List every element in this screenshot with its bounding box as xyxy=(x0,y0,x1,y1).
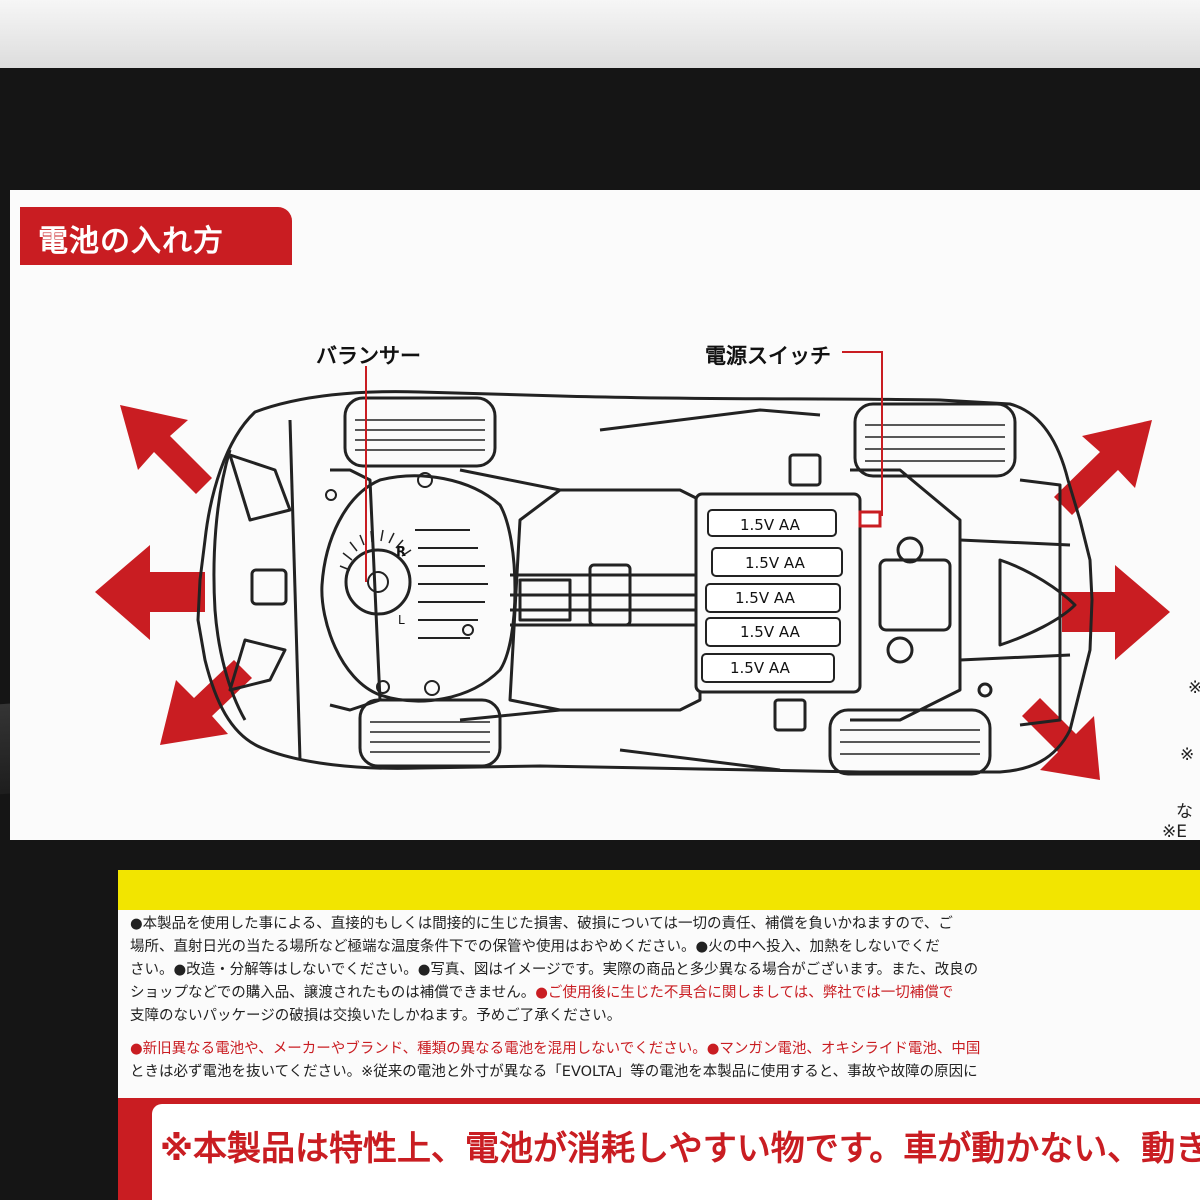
arrow-up-left-icon xyxy=(120,405,212,494)
edge-note-2: ※ xyxy=(1180,745,1195,765)
warning-banner-text: ※本製品は特性上、電池が消耗しやすい物です。車が動かない、動きが xyxy=(160,1129,1200,1169)
tire-front-bottom xyxy=(358,698,502,768)
title-badge xyxy=(20,207,292,265)
balancer-dial-icon xyxy=(344,548,412,616)
fine-print-line-1: ●本製品を使用した事による、直接的もしくは間接的に生じた損害、破損については一切… xyxy=(130,916,953,932)
fine-print-line-2: 場所、直射日光の当たる場所など極端な温度条件下での保管や使用はおやめください。●… xyxy=(130,939,940,955)
warning-banner-body xyxy=(152,1104,1200,1200)
battery-3 xyxy=(705,583,841,613)
battery-label-3: 1.5V AA xyxy=(735,589,796,607)
balancer-label: バランサー xyxy=(316,344,421,368)
tire-rear-bottom xyxy=(828,708,992,776)
edge-note-4: ※E xyxy=(1162,822,1187,842)
battery-compartment: 1.5V AA 1.5V AA 1.5V AA 1.5V AA 1.5V AA … xyxy=(396,492,862,694)
battery-label-2: 1.5V AA xyxy=(745,554,806,572)
fine-print-line-3: さい。●改造・分解等はしないでください。●写真、図はイメージです。実際の商品と多… xyxy=(130,962,979,978)
edge-note-1: ※ xyxy=(1188,678,1200,698)
fine-print-line-5: 支障のないパッケージの破損は交換いたしかねます。予めご了承ください。 xyxy=(130,1008,622,1024)
arrow-down-right-icon xyxy=(1022,698,1100,780)
fine-print-line-6a: ●新旧異なる電池や、メーカーやブランド、種類の異なる電池を混用しないでください。 xyxy=(130,1041,707,1057)
arrow-right-icon xyxy=(1062,565,1170,660)
fine-print-line-4: ショップなどでの購入品、譲渡されたものは補償できません。●ご使用後に生じた不具合… xyxy=(130,984,953,1003)
tires xyxy=(343,396,1017,776)
fine-print-line-6: ●新旧異なる電池や、メーカーやブランド、種類の異なる電池を混用しないでください。… xyxy=(130,1040,980,1059)
tire-rear-top xyxy=(853,402,1017,478)
fine-print-line-4b: ●ご使用後に生じた不具合に関しましては、弊社では一切補償で xyxy=(535,985,954,1001)
fine-print-line-7: ときは必ず電池を抜いてください。※従来の電池と外寸が異なる「EVOLTA」等の電… xyxy=(130,1064,978,1080)
power-switch-icon xyxy=(858,510,882,528)
switch-leader-line xyxy=(842,351,883,516)
battery-1 xyxy=(707,509,837,537)
battery-label-5: 1.5V AA xyxy=(730,659,791,677)
battery-5 xyxy=(701,653,835,683)
car-body-outline xyxy=(196,390,1094,774)
caution-header-bar xyxy=(118,870,1200,910)
battery-label-1: 1.5V AA xyxy=(740,516,801,534)
tire-front-top xyxy=(343,396,497,468)
dial-mark-l: L xyxy=(398,613,405,627)
battery-label-4: 1.5V AA xyxy=(740,623,801,641)
arrow-icons xyxy=(95,405,1170,780)
dial-mark-r: R xyxy=(396,545,406,560)
fine-print-line-6b: ●マンガン電池、オキシライド電池、中国 xyxy=(706,1041,981,1057)
panel-title: 電池の入れ方 xyxy=(38,224,224,259)
arrow-left-icon xyxy=(95,545,205,640)
power-switch-label: 電源スイッチ xyxy=(705,344,831,368)
battery-2 xyxy=(711,547,843,577)
balancer-housing xyxy=(320,472,517,703)
edge-note-3: な xyxy=(1176,802,1193,822)
battery-4 xyxy=(705,617,841,647)
fine-print-line-4a: ショップなどでの購入品、譲渡されたものは補償できません。 xyxy=(130,985,536,1001)
box-top-surface xyxy=(0,0,1200,70)
arrow-up-right-icon xyxy=(1054,420,1152,515)
